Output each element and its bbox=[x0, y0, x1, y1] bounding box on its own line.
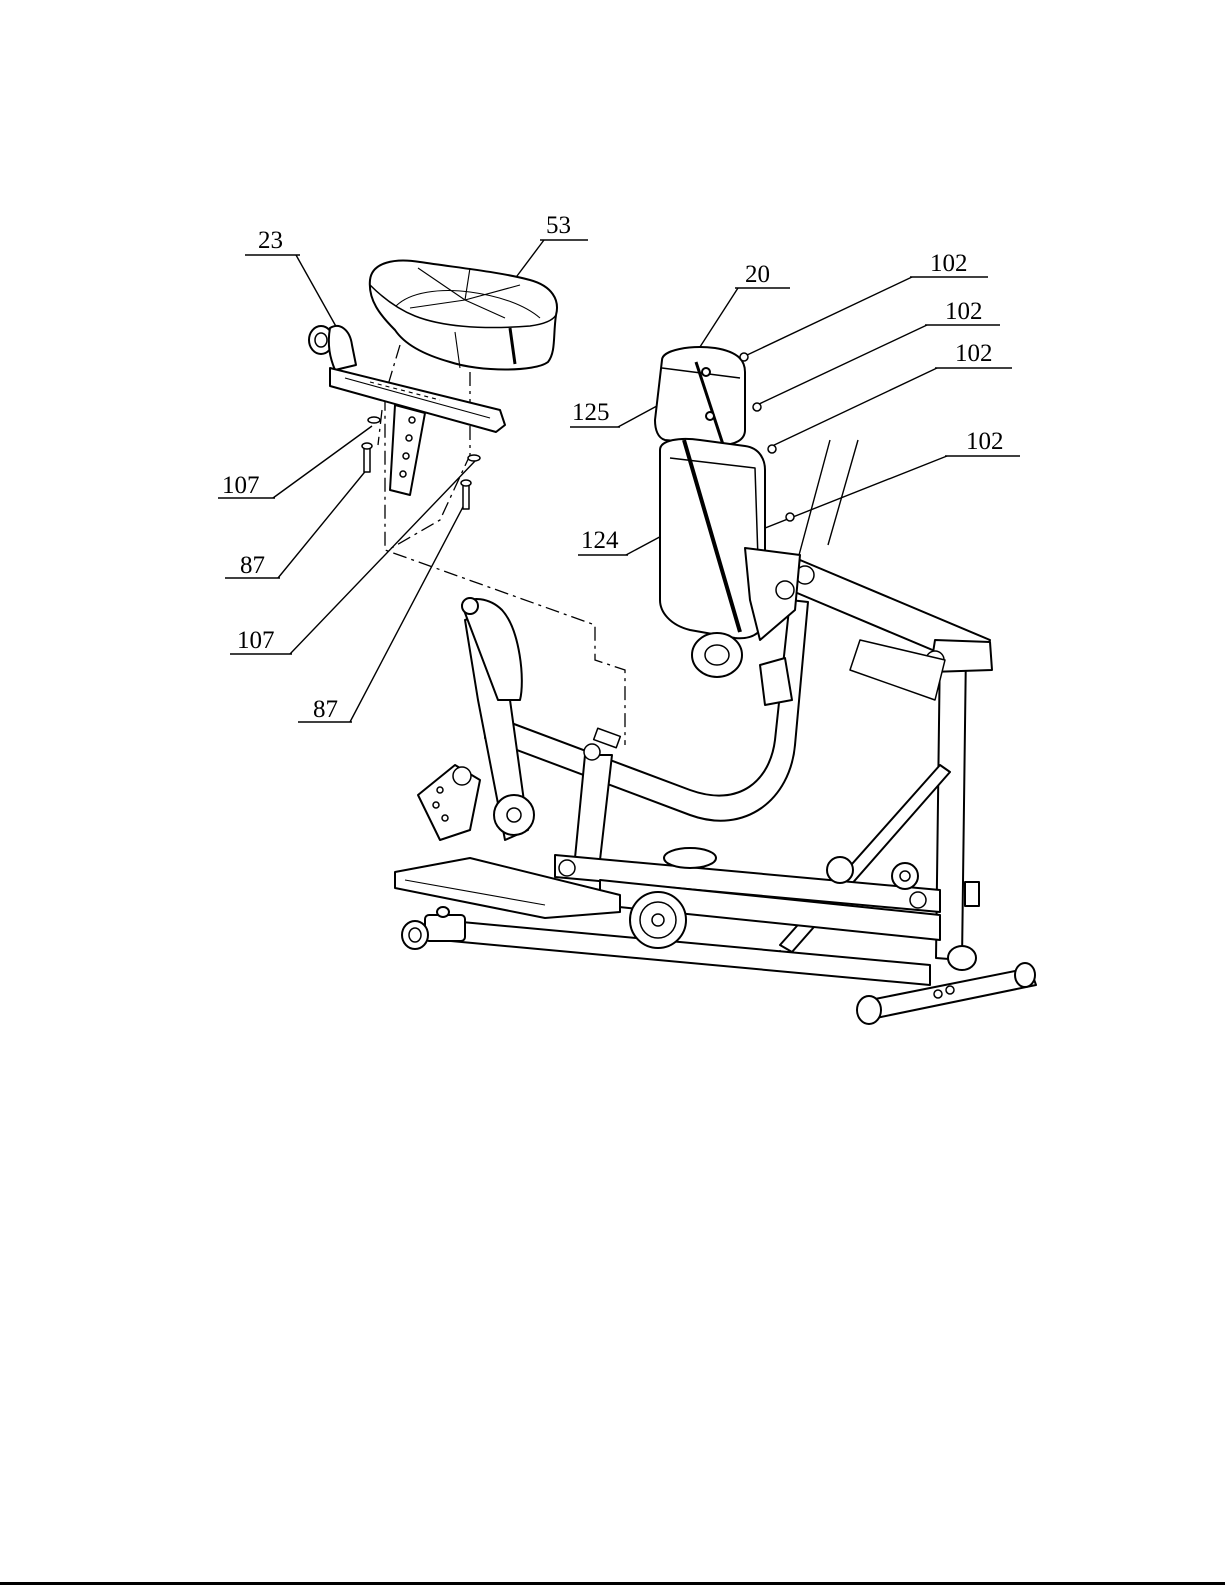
callout-23: 23 bbox=[245, 227, 338, 330]
part-label-87-b: 87 bbox=[313, 696, 338, 723]
callout-107-b: 107 bbox=[230, 460, 476, 654]
part-label-124: 124 bbox=[581, 527, 619, 554]
callout-107-a: 107 bbox=[218, 426, 372, 499]
part-label-125: 125 bbox=[572, 399, 610, 426]
callout-20: 20 bbox=[698, 261, 790, 350]
part-label-107-b: 107 bbox=[237, 627, 275, 654]
part-label-102-d: 102 bbox=[966, 428, 1004, 455]
part-label-102-c: 102 bbox=[955, 340, 993, 367]
part-label-107-a: 107 bbox=[222, 472, 260, 499]
part-label-53: 53 bbox=[546, 212, 571, 239]
part-label-23: 23 bbox=[258, 227, 283, 254]
callout-102-d: 102 bbox=[760, 428, 1020, 530]
backrest-lower-pad-124 bbox=[660, 439, 765, 638]
callout-87-b: 87 bbox=[298, 505, 464, 723]
part-label-102-b: 102 bbox=[945, 298, 983, 325]
part-label-102-a: 102 bbox=[930, 250, 968, 277]
part-label-87-a: 87 bbox=[240, 552, 265, 579]
callout-125: 125 bbox=[570, 399, 668, 427]
part-label-20: 20 bbox=[745, 261, 770, 288]
